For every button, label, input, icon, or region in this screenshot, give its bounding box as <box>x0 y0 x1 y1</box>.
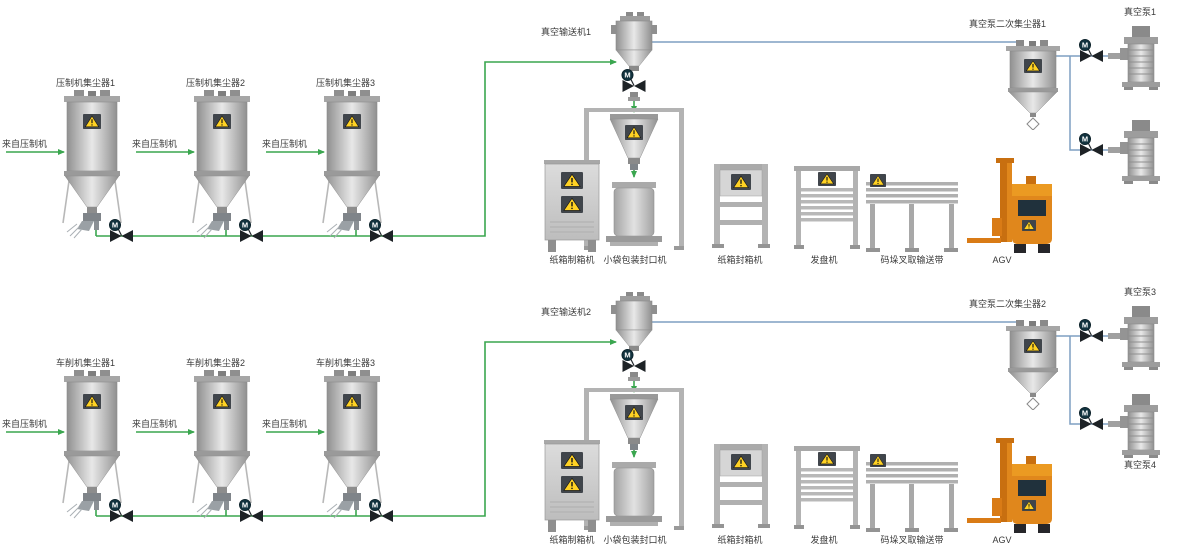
tray-dispenser-2 <box>794 446 860 529</box>
vacuum-pump-3 <box>1108 306 1161 370</box>
agv-1 <box>967 158 1052 253</box>
vacuum-pump-1 <box>1108 26 1161 90</box>
lathe-dust-collector-3 <box>323 370 381 518</box>
secondary-dust-collector-1 <box>1006 40 1060 130</box>
carton-making-machine-2 <box>544 440 600 532</box>
vacuum-pump-2 <box>1108 120 1161 184</box>
agv-2 <box>967 438 1052 533</box>
pallet-fork-conveyor-2 <box>866 454 958 532</box>
carton-sealing-machine-1 <box>712 164 770 248</box>
pallet-fork-conveyor-1 <box>866 174 958 252</box>
tray-dispenser-1 <box>794 166 860 249</box>
vacuum-conveyor-1 <box>611 12 657 101</box>
press-dust-collector-3 <box>323 90 381 238</box>
press-dust-collector-1 <box>63 90 121 238</box>
pump-valve-3 <box>1078 318 1104 343</box>
vacuum-pump-4 <box>1108 394 1161 458</box>
lathe-dust-collector-2 <box>193 370 251 518</box>
pump-valve-4 <box>1078 406 1104 431</box>
vacuum-conveyor-2 <box>611 292 657 381</box>
pump-valve-2 <box>1078 132 1104 157</box>
lathe-dust-collector-1 <box>63 370 121 518</box>
secondary-dust-collector-2 <box>1006 320 1060 410</box>
pump-valve-1 <box>1078 38 1104 63</box>
press-dust-collector-2 <box>193 90 251 238</box>
carton-making-machine-1 <box>544 160 600 252</box>
carton-sealing-machine-2 <box>712 444 770 528</box>
